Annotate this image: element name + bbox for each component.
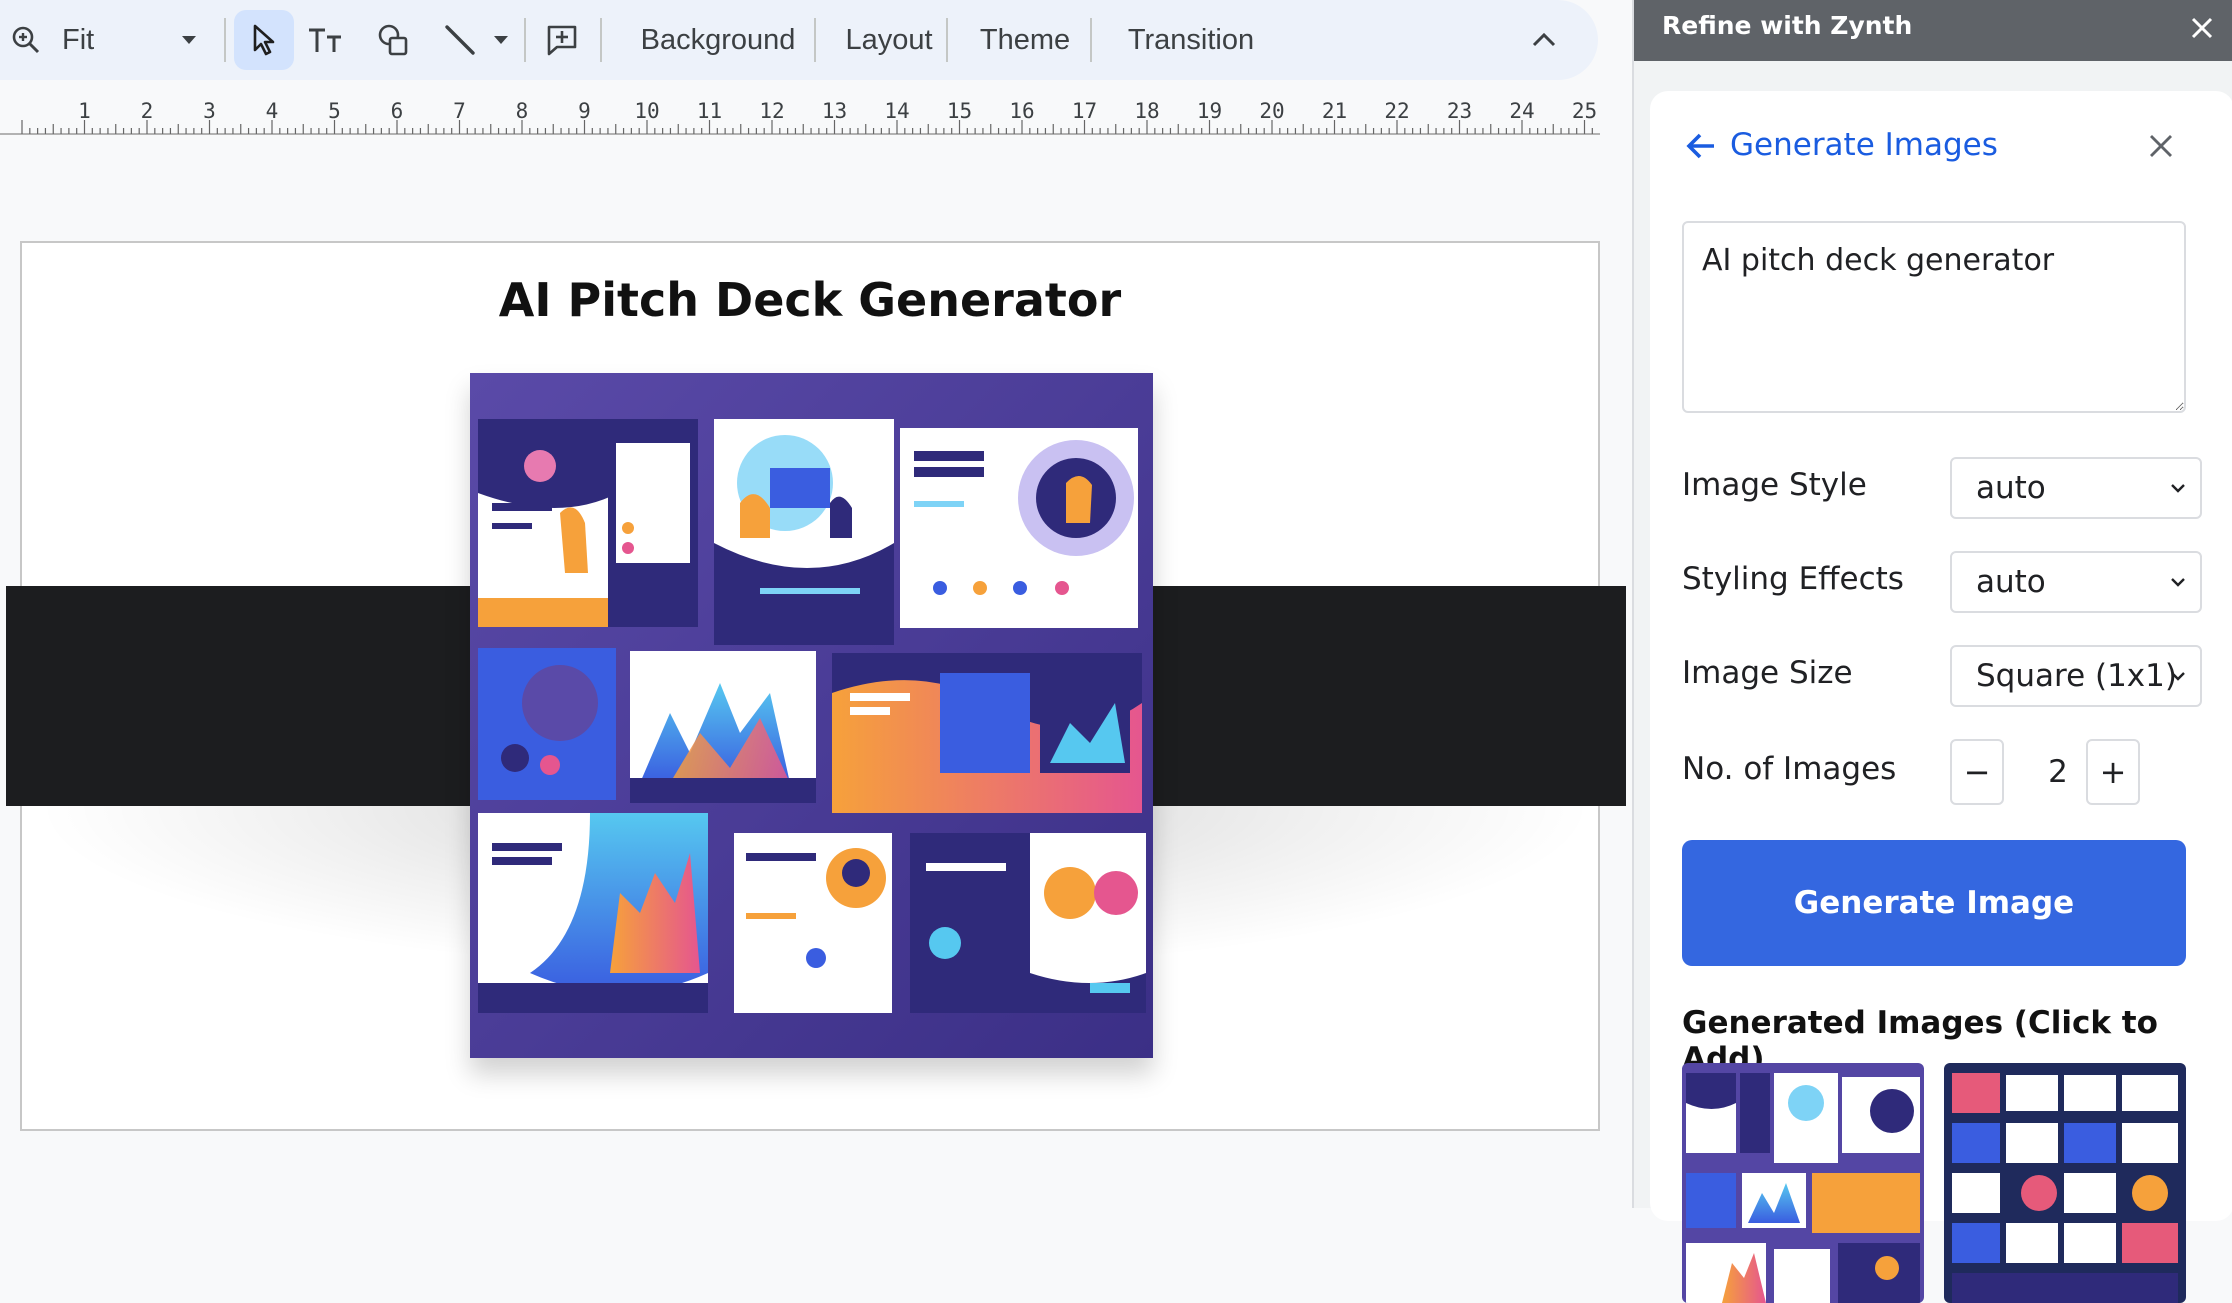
zoom-label: Fit [62,23,95,56]
menu-background[interactable]: Background [640,23,796,56]
menu-transition[interactable]: Transition [1127,23,1255,56]
ruler-number: 21 [1322,99,1347,123]
ruler-number: 14 [884,99,909,123]
chevron-down-icon [2171,484,2185,493]
toolbar-divider [946,18,948,62]
toolbar-divider [524,18,526,62]
generate-images-card: Generate Images AI pitch deck generator … [1650,91,2232,1303]
increment-button[interactable]: + [2086,739,2140,805]
num-images-label: No. of Images [1682,751,1897,787]
slide-title[interactable]: AI Pitch Deck Generator [498,273,1122,327]
ruler-number: 13 [822,99,847,123]
ruler-number: 4 [266,99,279,123]
toolbar-divider [224,18,226,62]
line-dropdown-caret-icon[interactable] [488,0,514,80]
image-size-label: Image Size [1682,655,1853,691]
decrement-button[interactable]: − [1950,739,2004,805]
generated-pitch-deck-image[interactable] [470,373,1153,1058]
ruler-number: 20 [1259,99,1284,123]
ruler-number: 6 [391,99,404,123]
back-arrow-icon[interactable] [1684,129,1718,163]
ruler-number: 19 [1197,99,1222,123]
shape-icon[interactable] [372,0,416,80]
ruler-number: 3 [203,99,216,123]
image-style-select[interactable]: auto [1950,457,2202,519]
chevron-down-icon [2171,672,2185,681]
select-cursor-icon[interactable] [234,10,294,70]
card-title: Generate Images [1730,127,1998,163]
styling-effects-label: Styling Effects [1682,561,1904,597]
generated-images-heading: Generated Images (Click to Add) [1682,1005,2158,1077]
ruler-number: 12 [759,99,784,123]
ruler-number: 23 [1447,99,1472,123]
image-style-value: auto [1976,470,2046,506]
ruler-number: 11 [697,99,722,123]
close-icon[interactable] [2146,131,2176,161]
panel-header: Refine with Zynth [1634,0,2232,61]
ruler-number: 17 [1072,99,1097,123]
ruler-number: 16 [1009,99,1034,123]
ruler-number: 10 [634,99,659,123]
generate-image-button[interactable]: Generate Image [1682,840,2186,966]
toolbar-divider [600,18,602,62]
ruler-number: 18 [1134,99,1159,123]
menu-layout[interactable]: Layout [845,23,933,56]
ruler-number: 1 [78,99,91,123]
ruler-number: 2 [141,99,154,123]
zoom-select[interactable]: Fit [62,0,182,80]
close-icon[interactable] [2184,10,2220,46]
prompt-textarea[interactable]: AI pitch deck generator [1682,221,2186,413]
ruler-number: 7 [453,99,466,123]
toolbar-divider [814,18,816,62]
styling-effects-select[interactable]: auto [1950,551,2202,613]
toolbar-divider [1090,18,1092,62]
generated-thumbnail[interactable] [1682,1063,1924,1303]
num-images-stepper: − 2 + [1650,739,2232,805]
zynth-side-panel: Refine with Zynth Generate Images AI pit… [1632,0,2232,1303]
chevron-down-icon [2171,578,2185,587]
zoom-in-icon[interactable] [6,0,46,80]
image-size-select[interactable]: Square (1x1) [1950,645,2202,707]
generated-thumbnail[interactable] [1944,1063,2186,1303]
menu-theme[interactable]: Theme [979,23,1071,56]
image-size-value: Square (1x1) [1976,658,2177,694]
collapse-chevron-icon[interactable] [1524,0,1564,80]
text-format-icon[interactable] [304,0,348,80]
dropdown-caret-icon[interactable] [176,0,202,80]
panel-header-title: Refine with Zynth [1662,11,1913,40]
image-style-label: Image Style [1682,467,1867,503]
ruler-number: 5 [328,99,341,123]
ruler-number: 8 [516,99,529,123]
toolbar: Fit B [0,0,1598,80]
styling-effects-value: auto [1976,564,2046,600]
num-images-value[interactable]: 2 [2048,754,2068,790]
ruler-number: 24 [1509,99,1534,123]
ruler-number: 9 [578,99,591,123]
ruler-number: 25 [1572,99,1597,123]
add-comment-icon[interactable] [540,0,584,80]
editor-area: Fit B [0,0,1626,1131]
ruler-number: 22 [1384,99,1409,123]
ruler-number: 15 [947,99,972,123]
line-icon[interactable] [438,0,482,80]
